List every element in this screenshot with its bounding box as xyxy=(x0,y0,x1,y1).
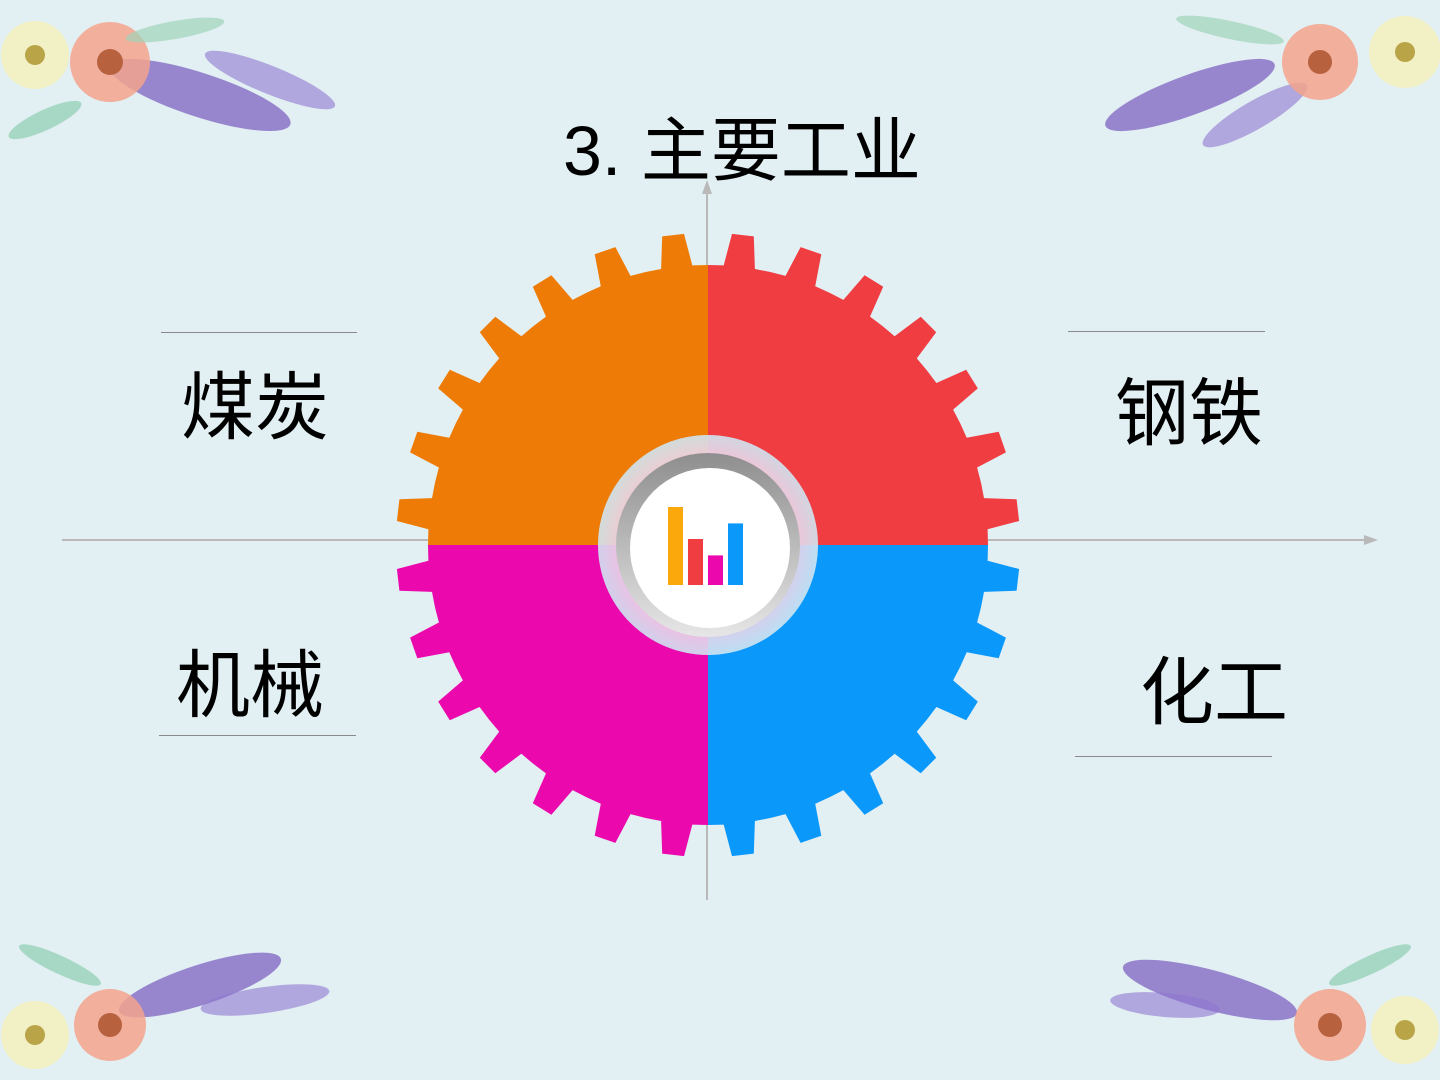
rule-bottom-right xyxy=(1075,756,1272,757)
center-badge xyxy=(598,435,818,655)
icon-bar xyxy=(688,539,703,585)
icon-bar xyxy=(668,507,683,585)
icon-bar xyxy=(708,555,723,585)
x-axis-arrow xyxy=(1364,535,1378,545)
label-steel: 钢铁 xyxy=(1115,371,1263,457)
corner-flowers-top-right xyxy=(1105,15,1440,148)
rule-bottom-left xyxy=(159,735,356,736)
corner-flowers-bottom-left xyxy=(1,944,330,1069)
label-coal: 煤炭 xyxy=(181,365,329,451)
y-axis-arrow xyxy=(702,180,712,194)
rule-top-right xyxy=(1068,331,1265,332)
corner-flowers-bottom-right xyxy=(1110,944,1439,1064)
corner-flowers-top-left xyxy=(1,17,336,140)
label-machinery: 机械 xyxy=(176,643,324,729)
page-title: 3. 主要工业 xyxy=(563,112,921,190)
icon-bar xyxy=(728,523,743,585)
label-chemical: 化工 xyxy=(1140,650,1288,736)
rule-top-left xyxy=(161,332,357,333)
bar-chart-icon xyxy=(668,507,743,585)
